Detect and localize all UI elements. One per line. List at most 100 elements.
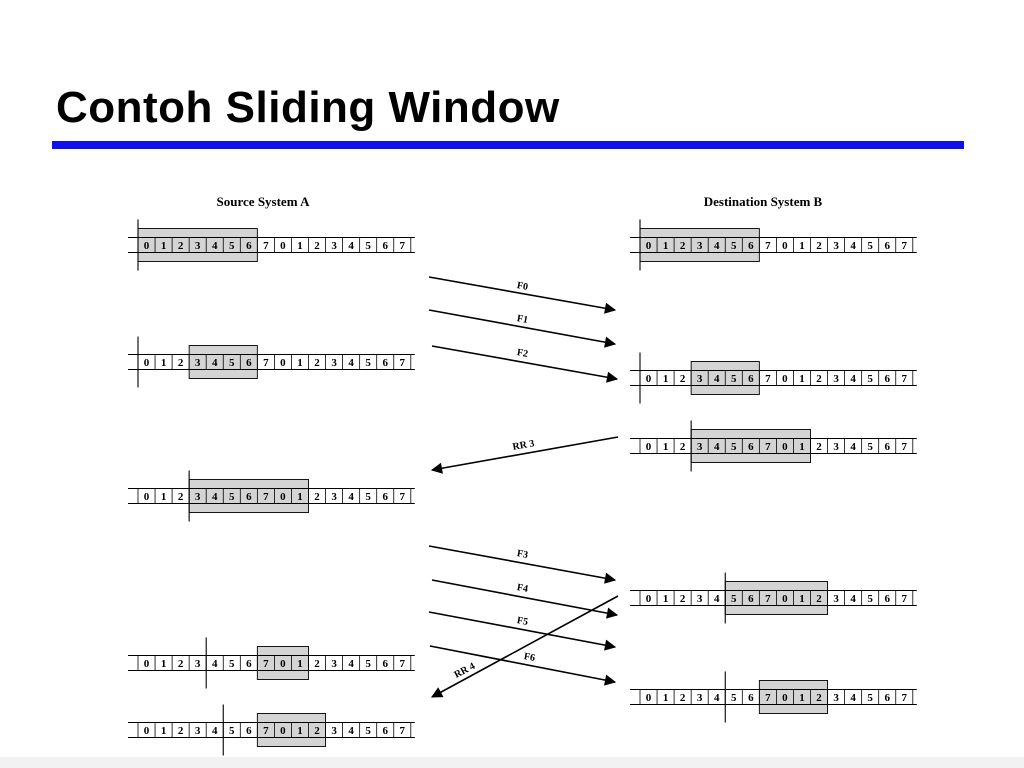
sequence-number: 7: [263, 491, 269, 503]
sequence-number: 2: [816, 692, 822, 704]
sequence-number: 0: [646, 240, 652, 252]
sequence-number: 0: [144, 725, 150, 737]
sequence-number: 5: [867, 441, 873, 453]
sequence-number: 0: [280, 240, 286, 252]
sequence-number: 2: [314, 240, 320, 252]
sequence-number: 7: [765, 692, 771, 704]
sequence-number: 4: [212, 725, 218, 737]
sequence-number: 6: [748, 692, 754, 704]
destination-system-label: Destination System B: [704, 194, 823, 209]
sequence-number: 4: [348, 658, 354, 670]
sequence-number: 7: [400, 725, 406, 737]
sequence-number: 7: [400, 658, 406, 670]
sequence-number: 7: [902, 441, 908, 453]
sequence-number: 6: [884, 441, 890, 453]
sequence-number: 5: [731, 692, 737, 704]
sequence-number: 5: [867, 593, 873, 605]
sequence-number: 5: [867, 240, 873, 252]
sequence-number: 1: [161, 658, 167, 670]
sequence-number: 5: [365, 658, 371, 670]
sequence-number: 3: [697, 692, 703, 704]
page-title: Contoh Sliding Window: [56, 83, 560, 132]
sequence-number: 1: [663, 240, 669, 252]
sequence-number: 2: [178, 725, 184, 737]
sequence-number: 5: [867, 692, 873, 704]
sequence-number: 6: [382, 491, 388, 503]
sequence-number: 0: [782, 240, 788, 252]
sequence-number: 2: [680, 593, 686, 605]
sequence-number: 2: [816, 240, 822, 252]
sequence-number: 0: [646, 441, 652, 453]
sequence-number: 3: [195, 357, 201, 369]
sequence-number: 1: [663, 692, 669, 704]
sequence-number: 4: [348, 240, 354, 252]
sequence-number: 6: [884, 240, 890, 252]
sequence-number: 7: [263, 240, 269, 252]
sequence-number: 7: [765, 240, 771, 252]
sequence-number: 1: [297, 240, 303, 252]
sequence-number: 2: [680, 441, 686, 453]
message-label: F6: [523, 651, 536, 664]
sequence-number: 4: [212, 357, 218, 369]
sequence-number: 3: [697, 593, 703, 605]
sequence-number: 1: [297, 725, 303, 737]
sequence-number: 7: [902, 692, 908, 704]
title-underline: [52, 141, 964, 149]
window-box: [690, 429, 811, 463]
sequence-number: 2: [816, 593, 822, 605]
sequence-number: 1: [799, 373, 805, 385]
sequence-number: 1: [799, 593, 805, 605]
sequence-number: 0: [782, 441, 788, 453]
sequence-number: 4: [714, 593, 720, 605]
window-box: [256, 646, 309, 680]
source-system-label: Source System A: [217, 194, 311, 209]
sequence-number: 4: [348, 357, 354, 369]
sequence-number: 2: [314, 658, 320, 670]
sequence-number: 6: [748, 240, 754, 252]
message-arrow: [428, 545, 617, 584]
sequence-number: 4: [714, 240, 720, 252]
sequence-number: 2: [680, 240, 686, 252]
sequence-number: 7: [765, 593, 771, 605]
sequence-number: 5: [731, 593, 737, 605]
sequence-number: 7: [263, 658, 269, 670]
sequence-number: 3: [697, 240, 703, 252]
sequence-number: 3: [833, 692, 839, 704]
sequence-number: 1: [297, 357, 303, 369]
sequence-number: 0: [144, 491, 150, 503]
sequence-number: 4: [348, 725, 354, 737]
sequence-number: 1: [297, 658, 303, 670]
sequence-number: 5: [731, 240, 737, 252]
sequence-number: 3: [195, 240, 201, 252]
message-arrow: [431, 579, 619, 619]
sequence-number: 5: [229, 357, 235, 369]
sequence-number: 7: [263, 725, 269, 737]
sequence-number: 6: [246, 357, 252, 369]
message-arrow: [428, 276, 617, 314]
message-label: F1: [516, 313, 529, 326]
sequence-number: 1: [799, 441, 805, 453]
sequence-number: 5: [229, 725, 235, 737]
sequence-number: 3: [833, 240, 839, 252]
window-box: [639, 228, 760, 262]
sequence-number: 6: [748, 373, 754, 385]
sequence-number: 7: [765, 441, 771, 453]
sequence-number: 2: [178, 658, 184, 670]
message-label: F3: [516, 548, 529, 561]
sequence-number: 3: [331, 357, 337, 369]
sequence-number: 0: [280, 725, 286, 737]
sequence-number: 6: [246, 725, 252, 737]
sequence-number: 2: [178, 240, 184, 252]
sequence-number: 5: [365, 725, 371, 737]
sequence-number: 3: [195, 658, 201, 670]
message-arrow: [429, 645, 617, 686]
sequence-number: 0: [782, 373, 788, 385]
